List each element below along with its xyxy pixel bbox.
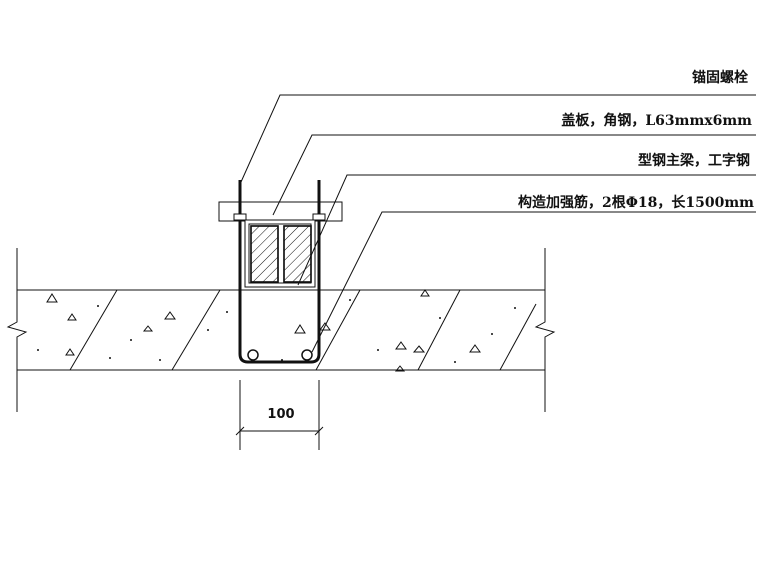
bolt-nut-right xyxy=(312,213,326,221)
concrete-aggregate-marks xyxy=(46,289,481,372)
concrete-slab xyxy=(6,248,556,412)
rebar-left xyxy=(247,349,259,361)
label-main-beam: 型钢主梁，工字钢 xyxy=(638,152,750,169)
label-anchor-bolt: 锚固螺栓 xyxy=(692,69,748,86)
rebar-right xyxy=(301,349,313,361)
steel-main-beam xyxy=(244,219,316,288)
concrete-dot-marks xyxy=(37,299,516,363)
bolt-nut-left xyxy=(233,213,247,221)
label-rebar: 构造加强筋，2根Φ18，长1500mm xyxy=(518,194,754,211)
dimension-width: 100 xyxy=(235,380,324,450)
dimension-width-label: 100 xyxy=(267,407,294,422)
leader-lines xyxy=(240,94,756,353)
label-cover-plate: 盖板，角钢，L63mmx6mm xyxy=(561,112,752,129)
anchor-bolt xyxy=(238,180,321,364)
